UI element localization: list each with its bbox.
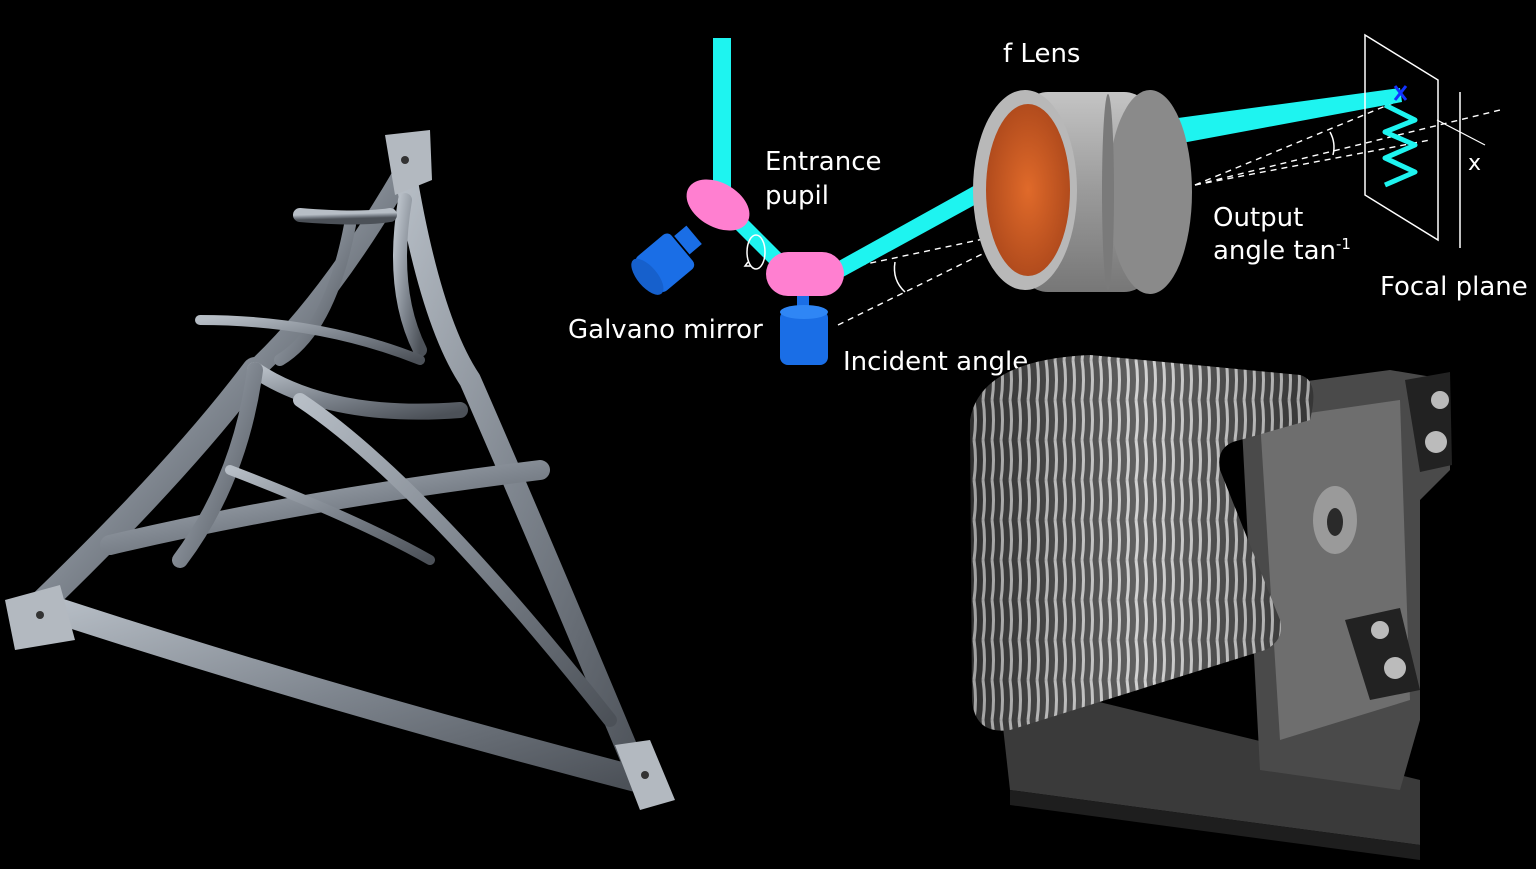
- output-angle-label-line1: Output: [1213, 203, 1303, 233]
- heat-exchanger-part-image: [970, 355, 1452, 860]
- entrance-pupil-label-line1: Entrance: [765, 147, 882, 177]
- focal-point-marker: [1393, 85, 1408, 101]
- bracket-part-image: [5, 130, 675, 810]
- incident-angle-arc: [893, 261, 906, 293]
- focal-plane-label: Focal plane: [1380, 272, 1528, 302]
- output-angle-superscript: -1: [1336, 235, 1351, 253]
- entrance-pupil-label-line2: pupil: [765, 181, 829, 211]
- galvano-mirror-label: Galvano mirror: [568, 315, 763, 345]
- output-angle-arc: [1329, 131, 1335, 156]
- x-marker-label: x: [1468, 151, 1481, 176]
- output-angle-label-text: angle tan: [1213, 236, 1336, 266]
- incident-angle-label: Incident angle: [843, 347, 1028, 377]
- galvano-mirror-lower: [766, 252, 844, 365]
- output-angle-label-line2: angle tan-1: [1213, 235, 1351, 266]
- galvano-mirror-upper: [631, 179, 750, 295]
- rotation-symbol: [743, 234, 766, 270]
- f-lens-label: f Lens: [1003, 39, 1080, 69]
- f-lens: [973, 90, 1192, 294]
- focal-plane: [1364, 33, 1486, 248]
